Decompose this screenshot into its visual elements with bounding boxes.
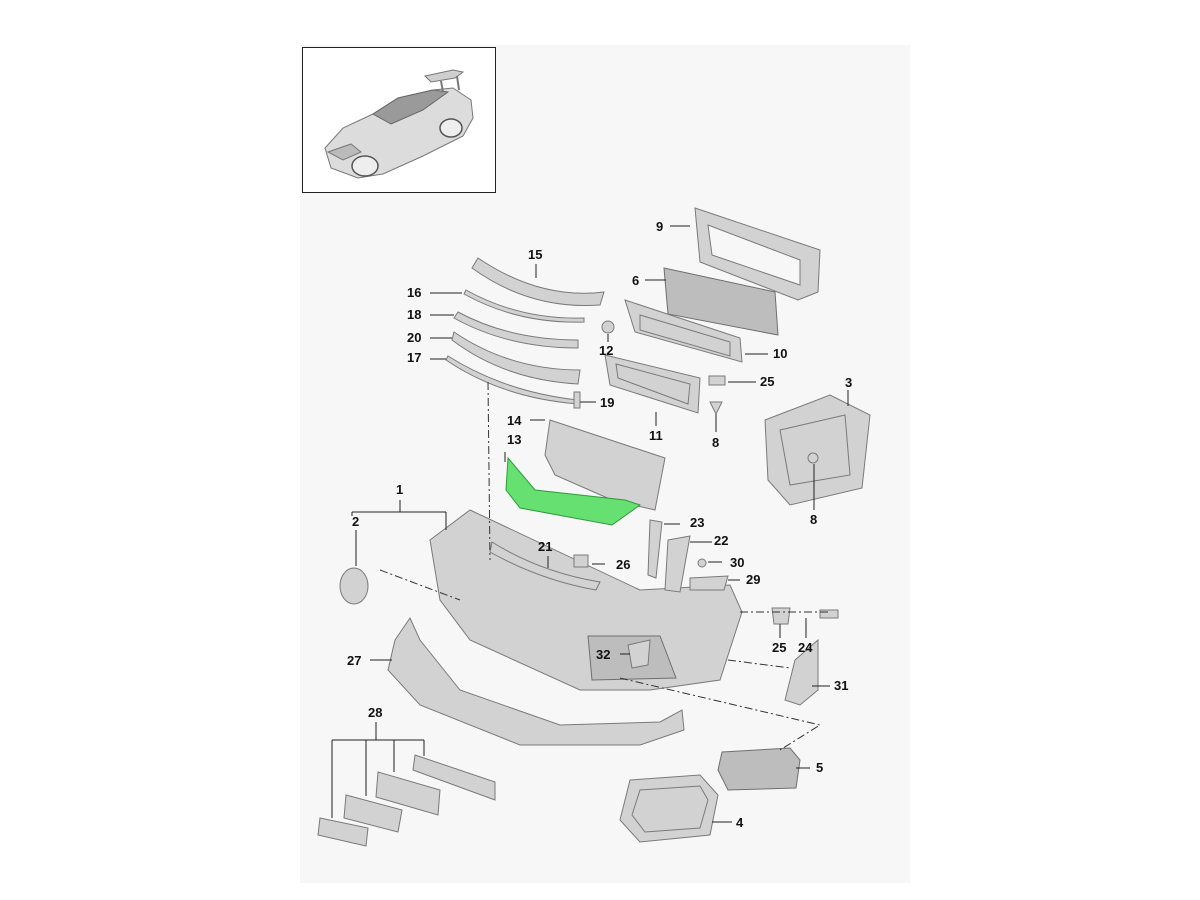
part-28-plate-a[interactable] — [412, 754, 496, 801]
part-19-screw[interactable] — [573, 391, 581, 409]
callout-30: 30 — [730, 555, 744, 570]
callout-6: 6 — [632, 273, 639, 288]
part-26-clip[interactable] — [573, 554, 589, 568]
callout-11: 11 — [649, 428, 663, 443]
callout-19: 19 — [600, 395, 614, 410]
part-11-frame[interactable] — [604, 354, 701, 414]
part-28-plate-c[interactable] — [343, 794, 403, 833]
part-8-bolt-upper[interactable] — [709, 401, 723, 416]
part-31-side-cover[interactable] — [784, 638, 819, 706]
callout-10: 10 — [773, 346, 787, 361]
callout-18: 18 — [407, 307, 421, 322]
callout-28: 28 — [368, 705, 382, 720]
vehicle-thumbnail[interactable] — [302, 47, 496, 193]
part-30-screw[interactable] — [697, 558, 707, 568]
part-9-radiator-frame[interactable] — [694, 207, 821, 301]
part-21-lip[interactable] — [489, 541, 601, 591]
callout-29: 29 — [746, 572, 760, 587]
callout-20: 20 — [407, 330, 421, 345]
part-16-seal-strip[interactable] — [463, 289, 585, 323]
callout-2: 2 — [352, 514, 359, 529]
callout-3: 3 — [845, 375, 852, 390]
part-27-front-spoiler[interactable] — [387, 616, 685, 746]
callout-17: 17 — [407, 350, 421, 365]
part-10-air-duct[interactable] — [624, 299, 743, 363]
callout-24: 24 — [798, 640, 813, 655]
callout-labels: 9 6 10 12 25 3 8 11 8 15 16 18 20 17 19 … — [347, 219, 852, 830]
callout-32: 32 — [596, 647, 610, 662]
part-23-side-trim[interactable] — [647, 519, 663, 579]
callout-12: 12 — [599, 343, 613, 358]
part-22-side-trim[interactable] — [664, 535, 691, 593]
callout-15: 15 — [528, 247, 542, 262]
part-12-clip[interactable] — [601, 320, 615, 334]
assembly-line-2 — [379, 569, 461, 601]
callout-16: 16 — [407, 285, 421, 300]
callout-8-lower: 8 — [810, 512, 817, 527]
part-32-bracket[interactable] — [627, 639, 651, 669]
part-4-intake-frame[interactable] — [619, 774, 719, 843]
car-icon — [324, 69, 474, 179]
part-3-headlight-bracket[interactable] — [764, 394, 871, 506]
part-15-spoiler-lip[interactable] — [471, 257, 605, 307]
callout-21: 21 — [538, 539, 552, 554]
assembly-line-1 — [487, 381, 491, 561]
assembly-line-4 — [619, 677, 822, 751]
callout-26: 26 — [616, 557, 630, 572]
part-1-front-bumper[interactable] — [429, 509, 743, 691]
callout-14: 14 — [507, 413, 522, 428]
callout-8-upper: 8 — [712, 435, 719, 450]
callout-27: 27 — [347, 653, 361, 668]
part-2-tow-hook-cover[interactable] — [339, 567, 369, 605]
callout-25-lower: 25 — [772, 640, 786, 655]
part-28-plate-d[interactable] — [317, 817, 369, 847]
part-25-clip-upper[interactable] — [708, 375, 726, 386]
part-5-grille-insert[interactable] — [717, 747, 801, 791]
callout-13: 13 — [507, 432, 521, 447]
assembly-line-5 — [727, 659, 791, 669]
part-25-clip-lower[interactable] — [771, 607, 791, 625]
callout-31: 31 — [834, 678, 848, 693]
part-18-seal-strip[interactable] — [453, 311, 579, 349]
part-20-trim[interactable] — [451, 331, 581, 385]
callout-1: 1 — [396, 482, 403, 497]
part-13-air-deflector-highlighted[interactable] — [505, 456, 642, 526]
callout-9: 9 — [656, 219, 663, 234]
callout-23: 23 — [690, 515, 704, 530]
callout-5: 5 — [816, 760, 823, 775]
callout-22: 22 — [714, 533, 728, 548]
leader-lines — [331, 225, 849, 823]
part-24-bolt[interactable] — [819, 609, 839, 619]
part-8-bolt-lower[interactable] — [807, 452, 819, 464]
part-28-plate-b[interactable] — [375, 771, 441, 816]
callout-25-upper: 25 — [760, 374, 774, 389]
part-29-bracket[interactable] — [689, 575, 729, 591]
callout-4: 4 — [736, 815, 744, 830]
part-6-grille-panel[interactable] — [663, 267, 779, 336]
